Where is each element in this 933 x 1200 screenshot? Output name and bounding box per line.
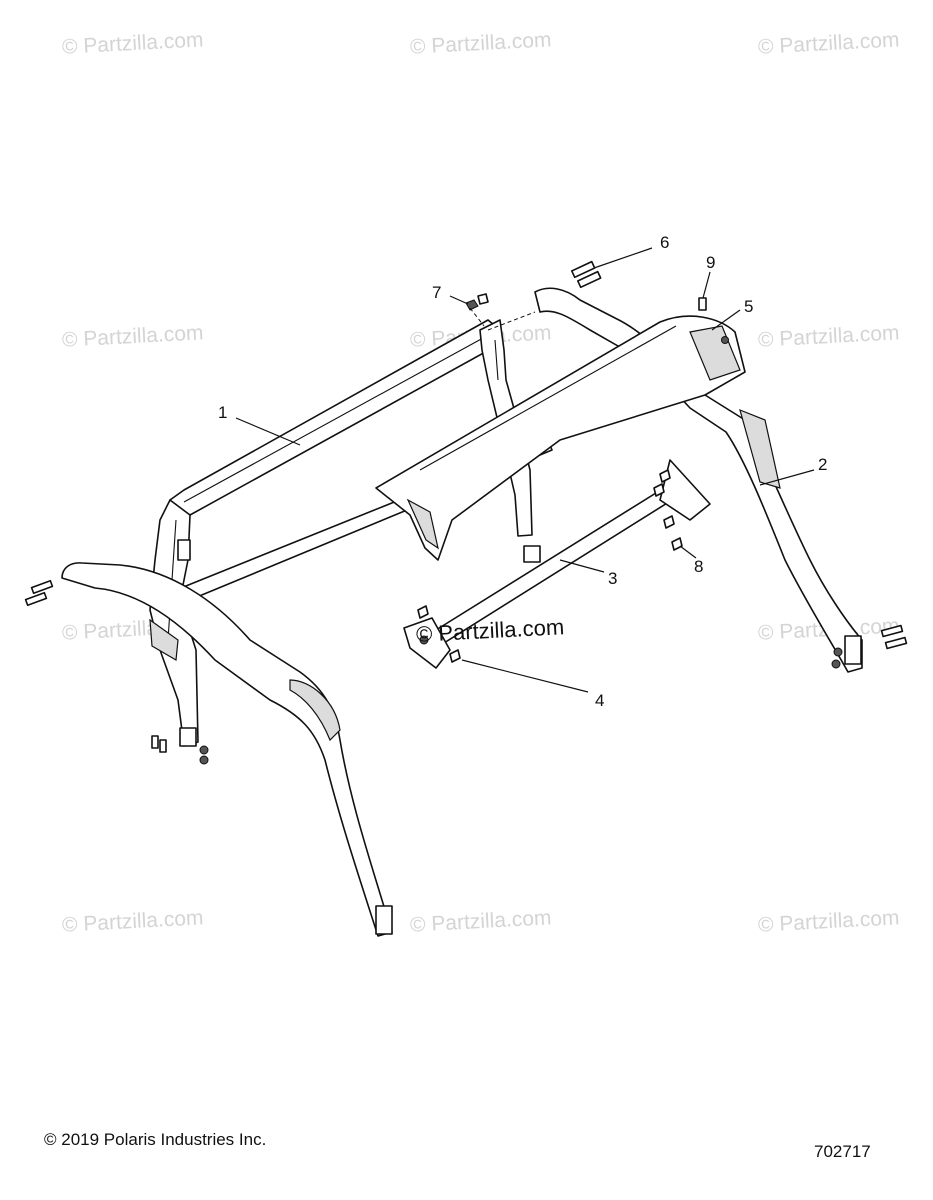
callout-1: 1	[218, 403, 227, 422]
rear-roll-bar-part	[149, 319, 553, 747]
copyright-text: © 2019 Polaris Industries Inc.	[44, 1130, 267, 1149]
leader-line-1	[235, 417, 301, 446]
brace-bar-part	[403, 459, 711, 669]
assembly-line	[469, 307, 485, 327]
callout-5: 5	[744, 297, 753, 316]
leader-line-5	[711, 309, 741, 331]
callout-9: 9	[706, 253, 715, 272]
roof-side-bar-part	[61, 287, 863, 937]
leader-line-7	[449, 295, 469, 305]
callout-6: 6	[660, 233, 669, 252]
leader-line-9	[702, 271, 711, 299]
diagram-number: 702717	[814, 1142, 871, 1161]
roof-panel-part	[375, 315, 746, 561]
leader-line-3	[559, 559, 605, 573]
assembly-line	[487, 311, 536, 331]
callout-8: 8	[694, 557, 703, 576]
leader-line-2	[759, 469, 815, 486]
callout-4: 4	[595, 691, 604, 710]
leader-line-4	[461, 659, 589, 693]
leader-line-8	[679, 545, 697, 559]
callout-2: 2	[818, 455, 827, 474]
hardware-fasteners	[24, 260, 908, 765]
leader-line-6	[593, 247, 653, 269]
callout-7: 7	[432, 283, 441, 302]
callout-3: 3	[608, 569, 617, 588]
